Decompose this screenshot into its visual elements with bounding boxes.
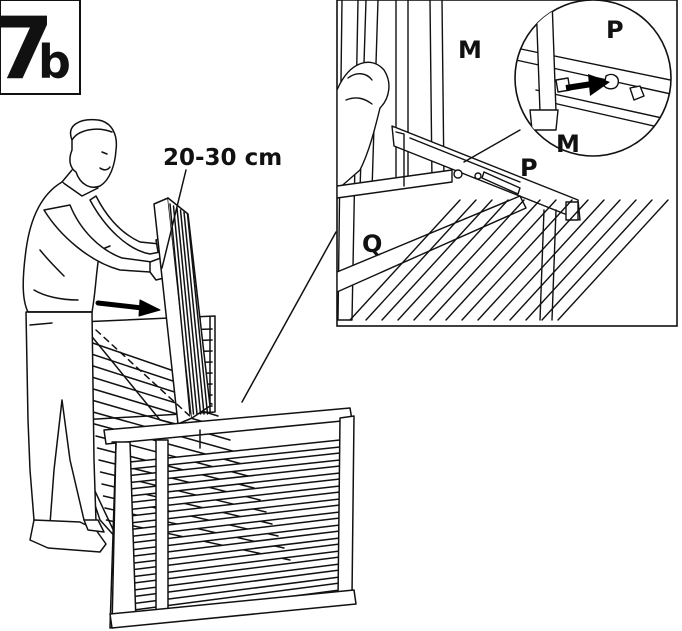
inset-slat bbox=[381, 199, 493, 321]
inset-slat bbox=[397, 199, 509, 321]
measurement-label: 20-30 cm bbox=[163, 145, 282, 171]
panel-bar bbox=[179, 209, 202, 415]
inset-slat bbox=[429, 199, 541, 321]
part-label-q: Q bbox=[362, 230, 382, 258]
inset-slat bbox=[445, 199, 557, 321]
inset-slat bbox=[541, 199, 653, 321]
inset-slat bbox=[349, 199, 461, 321]
inset-slat bbox=[493, 199, 605, 321]
measurement-leader bbox=[161, 169, 187, 269]
inset-slat bbox=[557, 199, 669, 321]
inset-slat bbox=[365, 199, 477, 321]
slide-arrow bbox=[95, 299, 161, 317]
main-illustration bbox=[22, 118, 357, 629]
part-label-m-circle: M bbox=[556, 130, 580, 158]
panel-bar bbox=[183, 211, 205, 415]
inset-slat bbox=[477, 199, 589, 321]
step-letter: b bbox=[38, 35, 71, 89]
zoom-circle bbox=[514, 0, 672, 157]
panel-bar bbox=[186, 213, 209, 415]
panel-bar bbox=[172, 205, 195, 415]
panel-bar bbox=[169, 203, 191, 415]
part-label-p-rail: P bbox=[520, 154, 538, 182]
inset-slat bbox=[413, 199, 525, 321]
step-badge: 7 b bbox=[0, 0, 81, 99]
step-number: 7 bbox=[0, 0, 54, 99]
person-figure bbox=[22, 118, 177, 553]
inset-slat bbox=[461, 199, 573, 321]
lifted-side-panel bbox=[153, 197, 211, 425]
guide-dashed-line bbox=[95, 329, 193, 419]
part-label-m-top: M bbox=[458, 36, 482, 64]
inset-slat bbox=[525, 199, 637, 321]
panel-bar bbox=[176, 207, 198, 415]
zoom-arrow bbox=[565, 74, 610, 96]
inset-connector bbox=[241, 231, 337, 403]
part-label-p-circle: P bbox=[606, 16, 624, 44]
inset-slat bbox=[509, 199, 621, 321]
front-end-panel bbox=[103, 407, 357, 629]
